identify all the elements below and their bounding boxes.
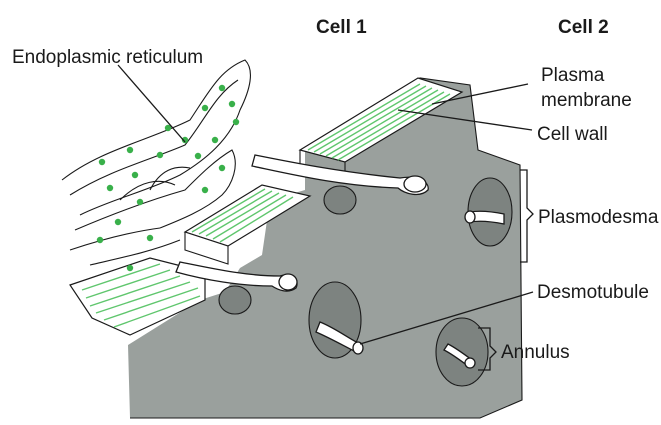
label-endoplasmic-reticulum: Endoplasmic reticulum [12, 47, 203, 68]
bracket-plasmodesma [520, 170, 533, 262]
label-desmotubule: Desmotubule [537, 282, 649, 303]
label-plasma: Plasma [541, 65, 605, 86]
leader-er [118, 65, 185, 142]
label-plasmodesma: Plasmodesma [538, 207, 659, 228]
header-cell1: Cell 1 [316, 17, 367, 38]
label-cell-wall: Cell wall [537, 124, 608, 145]
label-annulus: Annulus [501, 342, 570, 363]
label-membrane: membrane [541, 90, 632, 111]
header-cell2: Cell 2 [558, 17, 609, 38]
